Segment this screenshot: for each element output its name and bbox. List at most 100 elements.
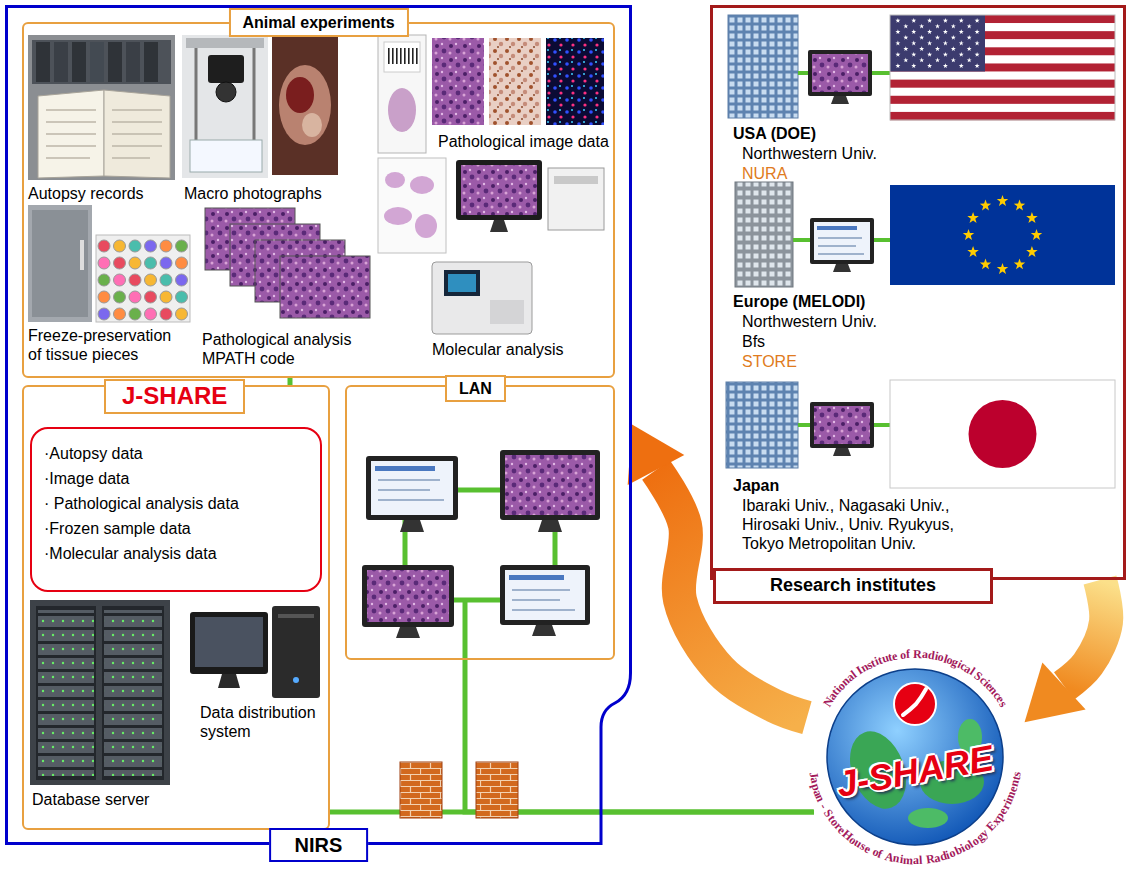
- institute-computer: [831, 96, 849, 104]
- lan-computer: [371, 461, 453, 515]
- slide-scanner: [456, 160, 604, 232]
- slide-scanner: [548, 168, 604, 230]
- server-rack: [36, 606, 96, 780]
- usa-flag: [927, 29, 932, 34]
- usa-flag: [890, 112, 1115, 120]
- eu-flag: [1026, 212, 1038, 223]
- usa-flag: [943, 29, 948, 34]
- box-heading: Animal experiments: [228, 8, 408, 37]
- photo-caption: Pathological image data: [438, 132, 609, 151]
- tube-cap: [176, 308, 188, 320]
- usa-flag: [975, 52, 980, 57]
- arrow-head: [1025, 662, 1086, 722]
- sequencer-machine: [444, 270, 480, 296]
- tissue-photo: [302, 113, 322, 137]
- institute-computer: [814, 222, 870, 260]
- eu-flag: [1014, 200, 1025, 211]
- usa-flag: [890, 104, 1115, 112]
- eu-flag: [1031, 229, 1042, 240]
- glass-slide: [378, 158, 446, 253]
- lan-computer: [512, 590, 575, 610]
- sequencer-machine: [432, 262, 532, 334]
- usa-flag: [919, 35, 924, 40]
- glass-slide: [384, 207, 412, 225]
- institute-computer: [817, 226, 857, 230]
- tube-cap: [145, 291, 157, 303]
- list-item: ·Molecular analysis data: [44, 541, 308, 566]
- globe-drawing: [908, 808, 948, 828]
- camera-stand-photo: [186, 38, 264, 48]
- network-box: LAN: [345, 385, 615, 660]
- eu-flag: [890, 185, 1115, 285]
- lan-computer: [375, 466, 435, 471]
- list-item: ·Image data: [44, 466, 308, 491]
- lan-computer: [396, 627, 420, 638]
- tube-cap: [145, 257, 157, 269]
- usa-flag: [927, 18, 932, 23]
- usa-flag: [967, 46, 972, 51]
- autopsy-records-photo: [28, 35, 175, 180]
- tube-cap: [176, 240, 188, 252]
- usa-flag: [967, 35, 972, 40]
- eu-flag: [1014, 258, 1025, 269]
- usa-flag: [951, 58, 956, 63]
- tube-cap: [114, 240, 126, 252]
- usa-flag: [959, 63, 964, 68]
- lan-computer: [362, 565, 454, 627]
- server-rack: [104, 610, 162, 776]
- histology-image: [432, 38, 604, 125]
- tube-cap: [129, 274, 141, 286]
- slide-scanner: [461, 165, 537, 215]
- firewall-icon: [400, 762, 442, 818]
- institute-computer: [808, 50, 874, 456]
- equipment-caption: Database server: [32, 790, 149, 809]
- desktop-computer: [190, 612, 268, 674]
- eu-flag: [1026, 246, 1038, 257]
- list-item: · Pathological analysis data: [44, 491, 308, 516]
- autopsy-records-photo: [72, 42, 86, 82]
- usa-flag: [895, 41, 900, 46]
- usa-flag: [943, 18, 948, 23]
- lan-ring: [463, 600, 468, 660]
- usa-flag: [935, 24, 940, 29]
- globe-drawing: [801, 643, 1029, 871]
- tube-cap: [114, 257, 126, 269]
- glass-slide: [385, 172, 405, 188]
- usa-flag: [890, 88, 1115, 96]
- institute-building: [735, 182, 793, 287]
- lan-computer: [509, 575, 564, 580]
- tube-cap: [160, 274, 172, 286]
- usa-flag: [967, 24, 972, 29]
- usa-flag: [959, 29, 964, 34]
- usa-flag: [927, 52, 932, 57]
- server-rack: [102, 606, 164, 780]
- tube-cap: [145, 240, 157, 252]
- tube-cap: [160, 240, 172, 252]
- usa-flag: [959, 41, 964, 46]
- tube-cap: [145, 274, 157, 286]
- tube-cap: [98, 240, 188, 320]
- autopsy-records-photo: [126, 42, 140, 82]
- autopsy-records-photo: [90, 42, 104, 82]
- usa-flag: [890, 15, 1115, 120]
- desktop-computer: [293, 677, 299, 683]
- tube-cap: [176, 257, 188, 269]
- usa-flag: [895, 18, 900, 23]
- slide-scanner: [554, 176, 598, 184]
- glass-slide: [378, 35, 426, 153]
- camera-stand-photo: [190, 140, 262, 172]
- usa-flag: [895, 29, 900, 34]
- usa-flag: [911, 52, 916, 57]
- tube-cap: [114, 308, 126, 320]
- usa-flag: [903, 58, 908, 63]
- list-item: ·Frozen sample data: [44, 516, 308, 541]
- eu-flag: [967, 212, 979, 223]
- usa-flag: [890, 96, 1115, 104]
- lan-computer: [366, 456, 458, 520]
- usa-flag: [927, 41, 932, 46]
- server-rack: [30, 600, 170, 785]
- institute-building: [726, 382, 798, 468]
- usa-flag: [895, 52, 900, 57]
- eu-flag: [967, 246, 979, 257]
